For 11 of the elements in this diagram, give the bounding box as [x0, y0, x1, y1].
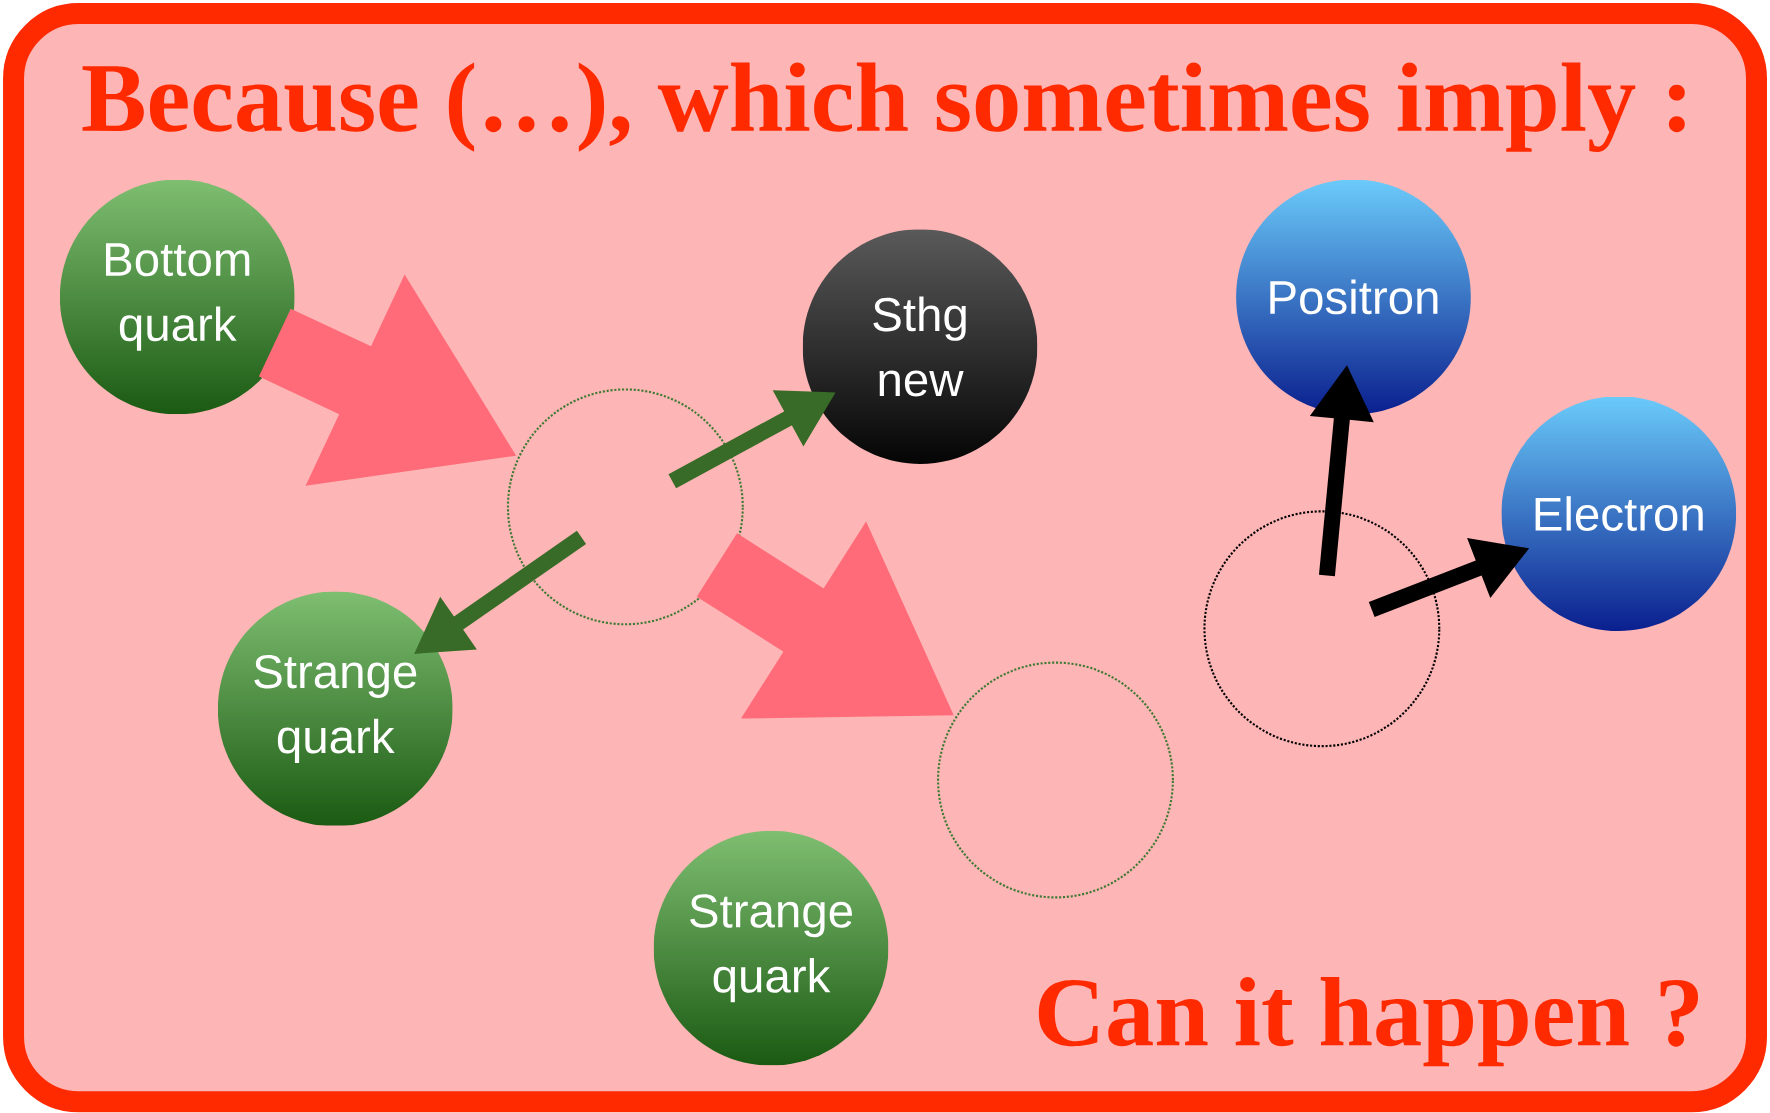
- particle-ball: Sthg new: [873, 296, 966, 397]
- particle-ball: Electron: [1535, 496, 1703, 532]
- particle-ball: Strange quark: [690, 894, 852, 1003]
- dotted-circle: [937, 661, 1174, 899]
- title: Because (…), which sometimes imply :: [82, 62, 1685, 152]
- particle-ball: Positron: [1270, 279, 1438, 315]
- particle-ball: Bottom quark: [106, 243, 250, 351]
- question-text: Can it happen ?: [1038, 977, 1699, 1067]
- dotted-circle: [506, 388, 744, 626]
- dotted-circle: [1203, 510, 1441, 748]
- particle-ball: Strange quark: [254, 654, 417, 763]
